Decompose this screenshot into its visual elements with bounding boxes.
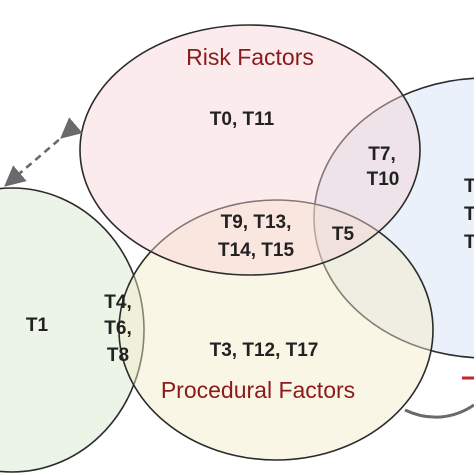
region-risk-procedural-right: T5 xyxy=(332,224,355,245)
region-procedural-only: T3, T12, T17 xyxy=(210,340,319,361)
region-risk-only: T0, T11 xyxy=(210,109,275,130)
region-risk-procedural-line2: T14, T15 xyxy=(218,240,294,261)
region-right-only-line2: T xyxy=(464,204,474,225)
procedural-factors-label: Procedural Factors xyxy=(161,377,355,403)
region-right-only-line3: T xyxy=(464,232,474,253)
region-risk-right-line1: T7, xyxy=(368,144,395,165)
region-left-only: T1 xyxy=(26,315,49,336)
region-left-procedural-line2: T6, xyxy=(104,318,131,339)
dashed-double-arrow xyxy=(4,117,83,187)
region-right-only-line1: T xyxy=(464,176,474,197)
venn-circles xyxy=(0,24,474,473)
risk-factors-label: Risk Factors xyxy=(186,44,314,70)
region-risk-procedural-line1: T9, T13, xyxy=(221,212,292,233)
region-left-procedural-line3: T8 xyxy=(107,345,129,366)
region-risk-right-line2: T10 xyxy=(367,169,400,190)
left-circle xyxy=(0,187,145,473)
curved-arrow xyxy=(404,403,474,419)
right-circle xyxy=(313,77,474,359)
procedural-factors-circle xyxy=(118,199,434,461)
region-left-procedural-line1: T4, xyxy=(104,292,131,313)
